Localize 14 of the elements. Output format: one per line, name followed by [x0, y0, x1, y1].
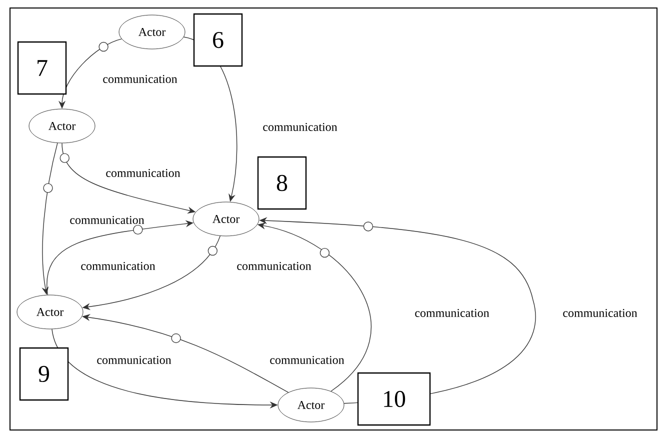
callout-number: 6: [193, 13, 243, 67]
edge-label: communication: [414, 308, 490, 318]
edge-label: communication: [262, 122, 338, 132]
edge-label: communication: [80, 260, 156, 272]
callout-number: 8: [257, 156, 307, 210]
edge-label: communication: [268, 354, 346, 366]
edge-label: communication: [104, 168, 182, 178]
edge-label: communication: [102, 74, 178, 84]
callout-number: 9: [19, 347, 69, 401]
edge-label: communication: [236, 260, 312, 272]
edge-label: communication: [96, 354, 172, 366]
callout-number: 10: [357, 372, 431, 426]
edge-label: communication: [562, 308, 638, 318]
callout-number: 7: [17, 41, 67, 95]
